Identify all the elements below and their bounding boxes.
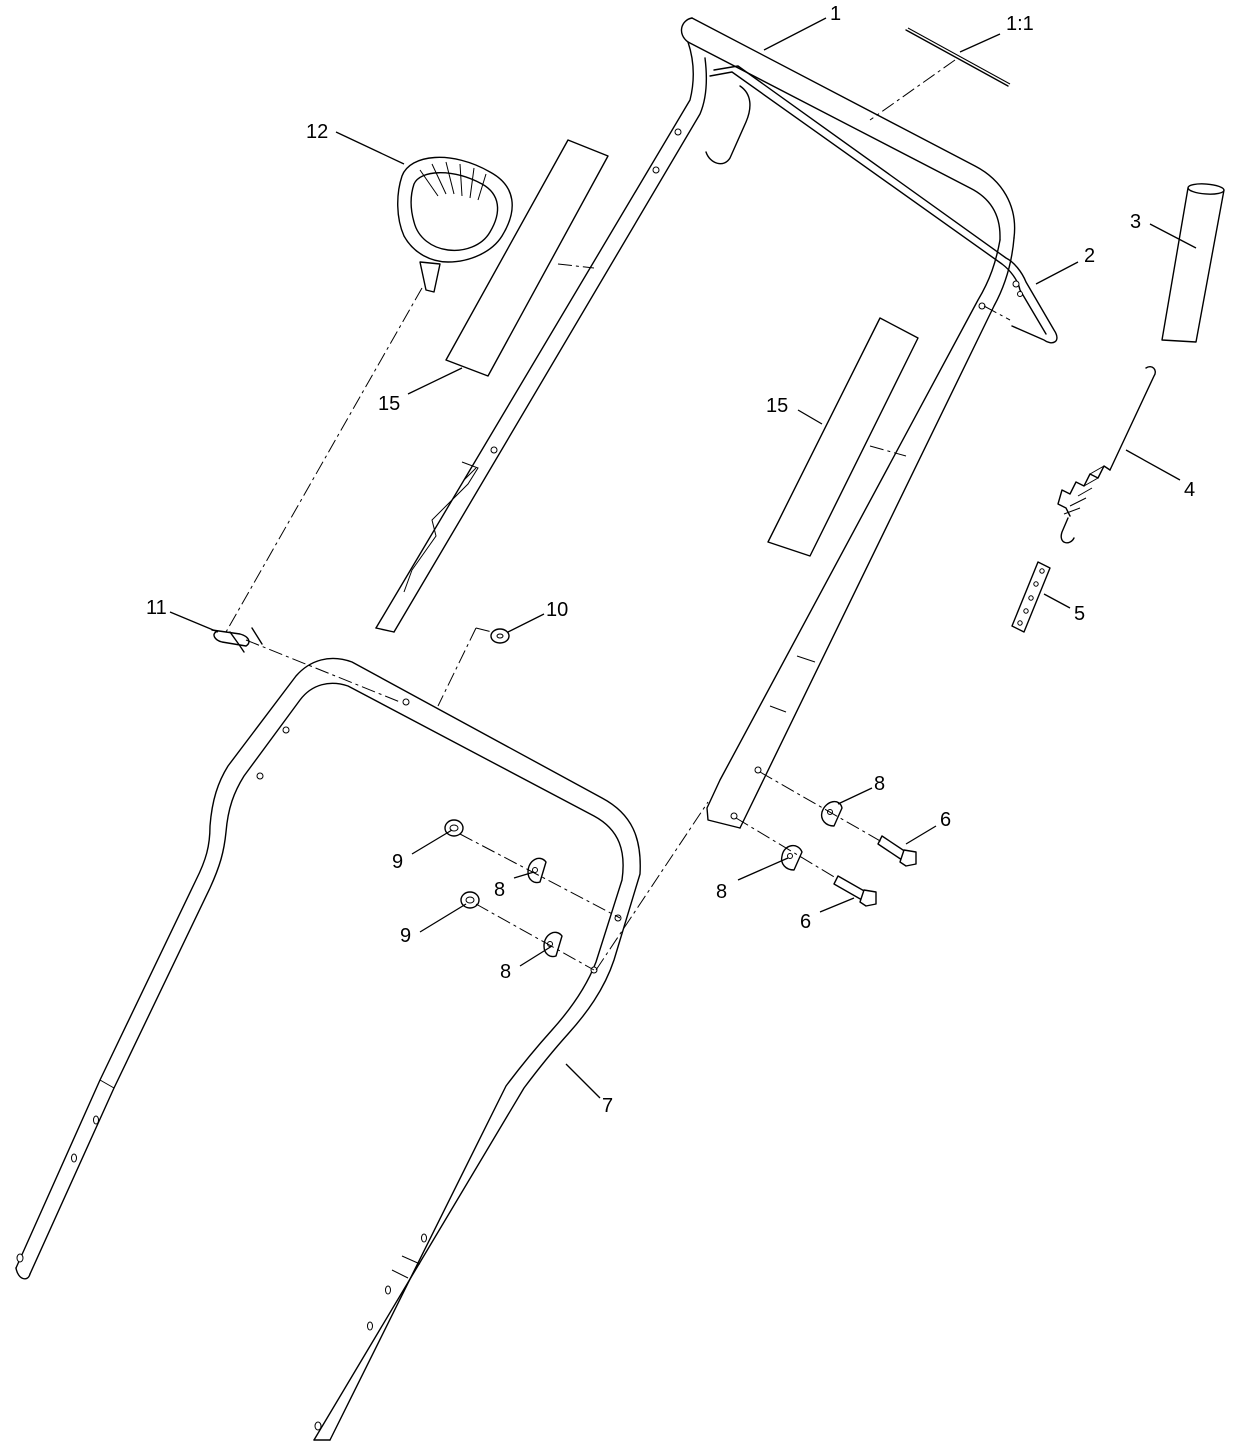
callout-2: 2 (1084, 245, 1095, 267)
callout-7: 7 (602, 1095, 613, 1117)
bolt-lower (833, 875, 877, 907)
grip-tube (1161, 183, 1225, 343)
callout-numbers: 1 1:1 2 3 4 5 6 6 7 8 8 8 8 9 9 10 11 12… (146, 3, 1195, 1117)
callout-4: 4 (1184, 479, 1195, 501)
decal-left (445, 139, 609, 377)
callout-8d: 8 (500, 961, 511, 983)
link-plate (1011, 561, 1051, 633)
upper-handle (375, 17, 1016, 829)
clip (211, 627, 263, 653)
callout-15a: 15 (378, 393, 400, 415)
washer (490, 628, 510, 644)
knob (397, 156, 513, 293)
callout-5: 5 (1074, 603, 1085, 625)
callout-12: 12 (306, 121, 328, 143)
callout-leaders (169, 17, 1197, 1099)
callout-11: 11 (146, 597, 167, 619)
callout-15b: 15 (766, 395, 788, 417)
control-bail (705, 65, 1058, 344)
extension-spring (1057, 366, 1156, 544)
callout-3: 3 (1130, 211, 1141, 233)
cup-washer-upper-handle-upper (820, 801, 843, 827)
callout-1: 1 (830, 3, 841, 25)
cup-washer-upper-handle-lower (780, 845, 803, 871)
cable-tie (905, 27, 1011, 87)
callout-6b: 6 (800, 911, 811, 933)
callout-8c: 8 (494, 879, 505, 901)
callout-8b: 8 (716, 881, 727, 903)
cup-washer-lower-handle-lower (543, 931, 563, 958)
decal-right (767, 317, 919, 557)
lower-handle (15, 657, 641, 1441)
callout-9b: 9 (400, 925, 411, 947)
cup-washer-lower-handle-upper (527, 857, 547, 884)
bolt-upper (877, 835, 917, 867)
callout-10: 10 (546, 599, 568, 621)
callout-9a: 9 (392, 851, 403, 873)
assembly-lines (225, 59, 1011, 971)
callout-6a: 6 (940, 809, 951, 831)
callout-8a: 8 (874, 773, 885, 795)
callout-1-1: 1:1 (1006, 13, 1034, 35)
